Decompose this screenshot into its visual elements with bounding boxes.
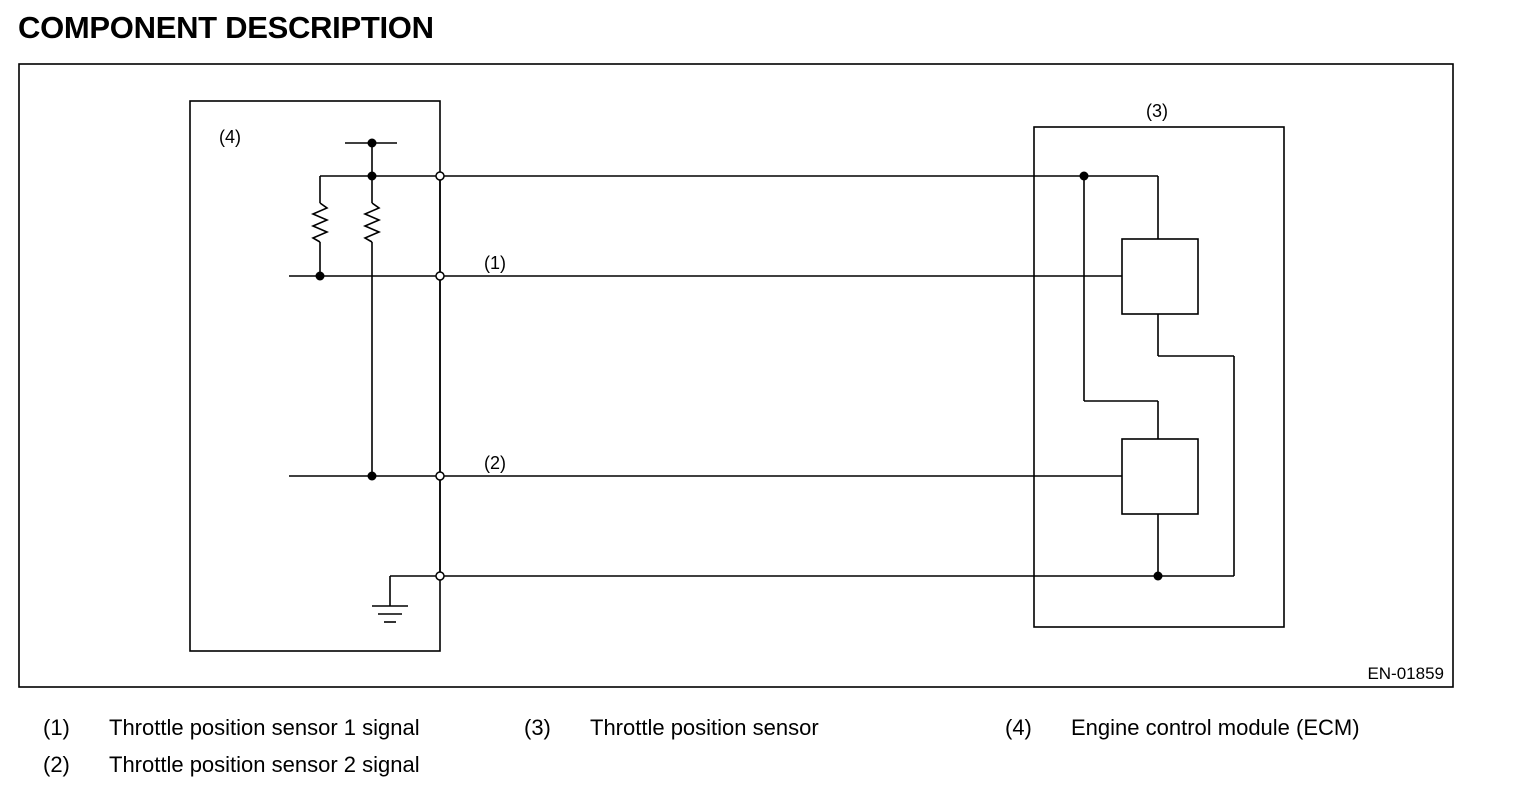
sensor-element-1 xyxy=(1121,238,1199,315)
sensor-element-2 xyxy=(1121,438,1199,515)
terminal-circle xyxy=(435,571,445,581)
junction-dots xyxy=(315,138,1163,581)
diagram-code: EN-01859 xyxy=(1367,664,1444,683)
terminal-circle xyxy=(435,171,445,181)
legend-label: Throttle position sensor 2 signal xyxy=(109,752,420,777)
callout-signal-1: (1) xyxy=(484,253,506,273)
junction-dot xyxy=(315,271,325,281)
callout-ecm: (4) xyxy=(219,127,241,147)
legend-number: (3) xyxy=(524,715,551,740)
legend-number: (1) xyxy=(43,715,70,740)
callout-sensor: (3) xyxy=(1146,101,1168,121)
diagram-frame xyxy=(18,63,1454,688)
terminal-circle xyxy=(435,471,445,481)
ground-icon xyxy=(372,605,408,623)
junction-dot xyxy=(1153,571,1163,581)
legend-number: (2) xyxy=(43,752,70,777)
connector-terminals xyxy=(435,171,445,581)
sensor-box xyxy=(1033,126,1285,628)
supply-wire xyxy=(320,142,1159,439)
legend-number: (4) xyxy=(1005,715,1032,740)
legend-label: Throttle position sensor xyxy=(590,715,819,740)
ecm-box xyxy=(189,100,441,652)
junction-dot xyxy=(367,471,377,481)
junction-dot xyxy=(367,171,377,181)
callout-signal-2: (2) xyxy=(484,453,506,473)
legend-label: Throttle position sensor 1 signal xyxy=(109,715,420,740)
terminal-circle xyxy=(435,271,445,281)
page-title: COMPONENT DESCRIPTION xyxy=(18,10,434,45)
pullup-resistor-1 xyxy=(310,176,330,276)
pullup-resistor-2 xyxy=(362,176,382,476)
legend-label: Engine control module (ECM) xyxy=(1071,715,1360,740)
junction-dot xyxy=(367,138,377,148)
junction-dot xyxy=(1079,171,1089,181)
ground-wire xyxy=(389,314,1235,606)
